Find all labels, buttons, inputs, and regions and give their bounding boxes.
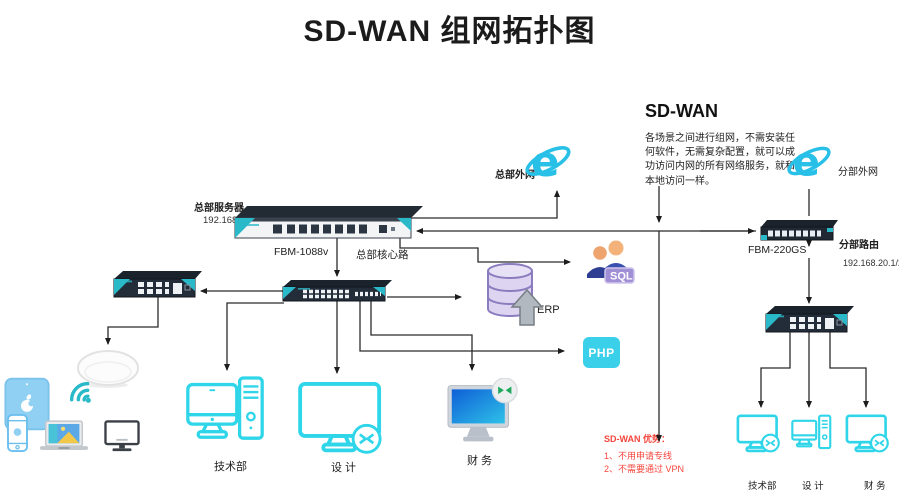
hq-core-label: 总部核心路	[356, 249, 409, 261]
branch-dept-tech-label: 技术部	[748, 481, 777, 492]
wifi-signal-icon	[63, 375, 99, 411]
branch-switch-icon	[763, 305, 855, 339]
svg-text:e: e	[531, 137, 560, 186]
php-service-badge: PHP	[583, 337, 620, 368]
hq-wan-label: 总部外网	[495, 170, 535, 181]
hq-core-router-icon	[219, 205, 424, 243]
wireless-ap-icon	[76, 349, 140, 389]
hq-finance-computer-icon	[445, 378, 521, 449]
svg-text:e: e	[793, 138, 820, 185]
sdwan-advantages: SD-WAN 优势： 1、不用申请专线 2、不需要通过 VPN	[604, 433, 684, 477]
hq-server-label: 总部服务器	[194, 203, 244, 214]
phone-icon	[7, 414, 28, 452]
hq-core-switch-icon	[281, 279, 393, 306]
branch-finance-computer-icon	[845, 414, 891, 465]
branch-dept-design-label: 设 计	[802, 481, 824, 492]
advantage-item: 1、不用申请专线	[604, 450, 673, 461]
sdwan-description: 各场景之间进行组网，不需安装任何软件，无需复杂配置，就可以成功访问内网的所有网络…	[645, 133, 795, 187]
advantage-item: 2、不需要通过 VPN	[604, 464, 685, 474]
branch-wan-label: 分部外网	[838, 167, 878, 178]
hq-access-switch-icon	[111, 270, 203, 304]
hq-router-model: FBM-1088v	[274, 246, 329, 258]
hq-tech-computer-icon	[185, 375, 265, 460]
branch-router-model: FBM-220GS	[748, 244, 807, 256]
branch-router-label: 分部路由	[839, 240, 879, 251]
hq-dept-design-label: 设 计	[331, 462, 357, 474]
sdwan-heading: SD-WAN	[645, 101, 718, 121]
branch-tech-computer-icon	[736, 414, 782, 465]
laptop-icon	[39, 420, 89, 453]
branch-design-computer-icon	[791, 414, 832, 460]
branch-router-ip: 192.168.20.1/24	[843, 258, 899, 268]
erp-database-icon	[482, 261, 546, 327]
hq-dept-finance-label: 财 务	[467, 455, 493, 467]
advantages-heading: SD-WAN 优势：	[604, 434, 670, 444]
branch-router-icon	[759, 219, 839, 247]
branch-internet-icon: e	[785, 136, 833, 186]
page-title: SD-WAN 组网拓扑图	[303, 15, 596, 48]
hq-dept-tech-label: 技术部	[214, 461, 247, 473]
hq-internet-icon: e	[523, 135, 573, 187]
hq-design-computer-icon	[297, 381, 389, 460]
desktop-monitor-icon	[104, 420, 140, 454]
sql-database-users-icon: SQL	[578, 237, 638, 287]
sql-label: SQL	[610, 271, 633, 283]
branch-dept-finance-label: 财 务	[864, 481, 886, 492]
